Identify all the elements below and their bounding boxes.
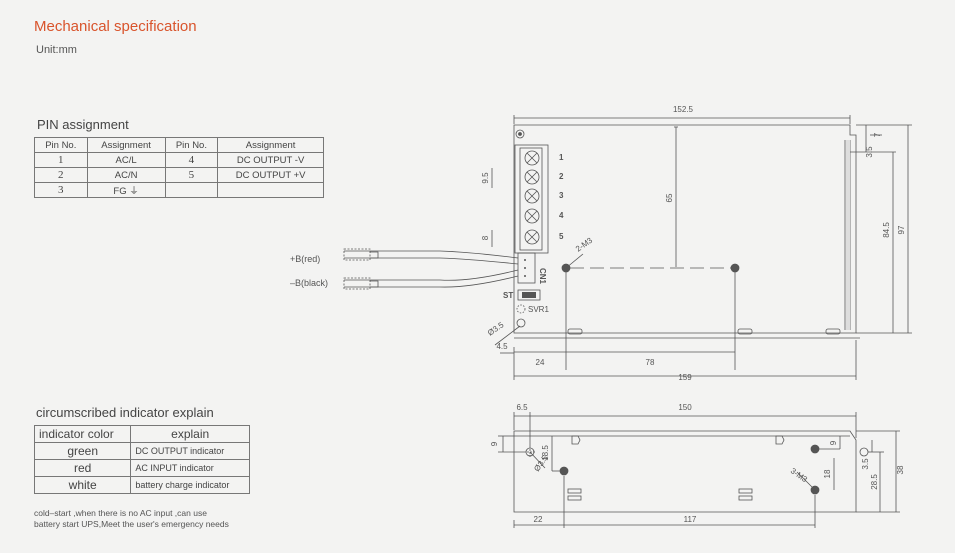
st-label: ST xyxy=(503,291,513,300)
dim-label: 7 xyxy=(873,132,882,137)
vent-slot xyxy=(775,435,785,445)
hole-label: 2-M3 xyxy=(574,235,595,253)
slot xyxy=(738,488,753,494)
side-view-outline xyxy=(513,430,857,513)
st-switch xyxy=(517,289,541,301)
table-row: green DC OUTPUT indicator xyxy=(33,442,250,460)
note-line: cold–start ,when there is no AC input ,c… xyxy=(34,508,207,518)
table-row: 3 FG ⏚ xyxy=(34,182,324,198)
dim-label: 22 xyxy=(534,515,543,524)
terminal-number: 4 xyxy=(559,211,564,220)
screw-icon xyxy=(516,318,526,328)
dim-label: 38 xyxy=(896,465,905,474)
dim-label: 9.5 xyxy=(481,172,490,184)
dim-label: 24 xyxy=(536,358,545,367)
svr1-label: SVR1 xyxy=(528,305,549,314)
unit-label: Unit:mm xyxy=(36,44,77,56)
dim-label: 65 xyxy=(665,193,674,202)
indicator-table: indicator color explain green DC OUTPUT … xyxy=(33,425,250,494)
side-view-dimensions xyxy=(498,412,900,528)
dim-label: 28.5 xyxy=(870,474,879,490)
indicator-explain: battery charge indicator xyxy=(130,476,250,494)
terminal-number: 1 xyxy=(559,153,564,162)
dim-label: 97 xyxy=(897,225,906,234)
dim-label: 117 xyxy=(684,515,697,524)
wire-black xyxy=(344,269,519,281)
indicator-title: circumscribed indicator explain xyxy=(36,405,214,420)
terminal-block-inner xyxy=(519,147,543,251)
terminal-number: 2 xyxy=(559,172,564,181)
vent-slot xyxy=(571,435,581,445)
wire-terminal xyxy=(343,248,371,261)
dim-label: 8 xyxy=(481,235,490,240)
slot xyxy=(567,488,582,494)
dim-label: 152.5 xyxy=(673,105,694,114)
indicator-color: red xyxy=(33,459,132,477)
pin-assignment xyxy=(217,182,324,198)
slot xyxy=(567,328,583,335)
table-row: red AC INPUT indicator xyxy=(33,459,250,477)
table-row: 2 AC/N 5 DC OUTPUT +V xyxy=(34,167,324,183)
screw-icon xyxy=(515,129,525,139)
terminal-screws xyxy=(524,150,540,245)
dim-label: 3.5 xyxy=(865,146,874,158)
hole-dia-label: Ø3.5 xyxy=(486,320,506,338)
top-view-dimensions xyxy=(491,115,912,380)
side-view-drawing xyxy=(513,430,869,513)
slot xyxy=(738,495,753,501)
page-title: Mechanical specification xyxy=(34,18,197,35)
dim-label: 9 xyxy=(490,441,499,446)
indicator-color: white xyxy=(33,476,132,494)
table-row: white battery charge indicator xyxy=(33,476,250,494)
wire-label-black: –B(black) xyxy=(290,278,328,288)
top-view-drawing xyxy=(343,124,860,339)
dim-label: 18 xyxy=(823,469,832,478)
terminal-number: 5 xyxy=(559,232,564,241)
note-line: battery start UPS,Meet the user's emerge… xyxy=(34,519,229,529)
terminal-number: 3 xyxy=(559,191,564,200)
mounting-hole-icon xyxy=(559,466,569,476)
svr1-potentiometer-icon xyxy=(516,304,526,314)
mounting-hole-icon xyxy=(859,447,869,457)
dim-label: 18.5 xyxy=(541,445,550,461)
wire-red xyxy=(344,250,519,259)
dim-label: 84.5 xyxy=(882,222,891,238)
slot xyxy=(737,328,753,335)
table-row: 1 AC/L 4 DC OUTPUT -V xyxy=(34,152,324,168)
slot xyxy=(567,495,582,501)
dim-label: 6.5 xyxy=(516,403,528,412)
pin-assignment: FG ⏚ xyxy=(86,182,166,198)
screw-center-icon xyxy=(518,132,522,136)
side-wall-fill xyxy=(846,140,850,330)
dim-label: 150 xyxy=(678,403,692,412)
dim-label: 159 xyxy=(678,373,692,382)
slot xyxy=(825,328,841,335)
cold-start-note: cold–start ,when there is no AC input ,c… xyxy=(34,508,334,530)
dim-label: 9 xyxy=(829,440,838,445)
dim-label: 78 xyxy=(646,358,655,367)
dim-label: 3.5 xyxy=(861,458,870,470)
cn1-connector xyxy=(517,252,536,284)
top-view-outline xyxy=(513,124,857,334)
mounting-hole-icon xyxy=(730,263,740,273)
indicator-color: green xyxy=(33,442,132,460)
wire-terminal xyxy=(343,277,371,290)
wire-label-red: +B(red) xyxy=(290,254,320,264)
dim-label: 4.5 xyxy=(496,342,508,351)
pin-assignment-table: Pin No. Assignment Pin No. Assignment 1 … xyxy=(34,137,324,198)
cn1-label: CN1 xyxy=(538,268,547,285)
pin-assignment-title: PIN assignment xyxy=(37,117,129,132)
